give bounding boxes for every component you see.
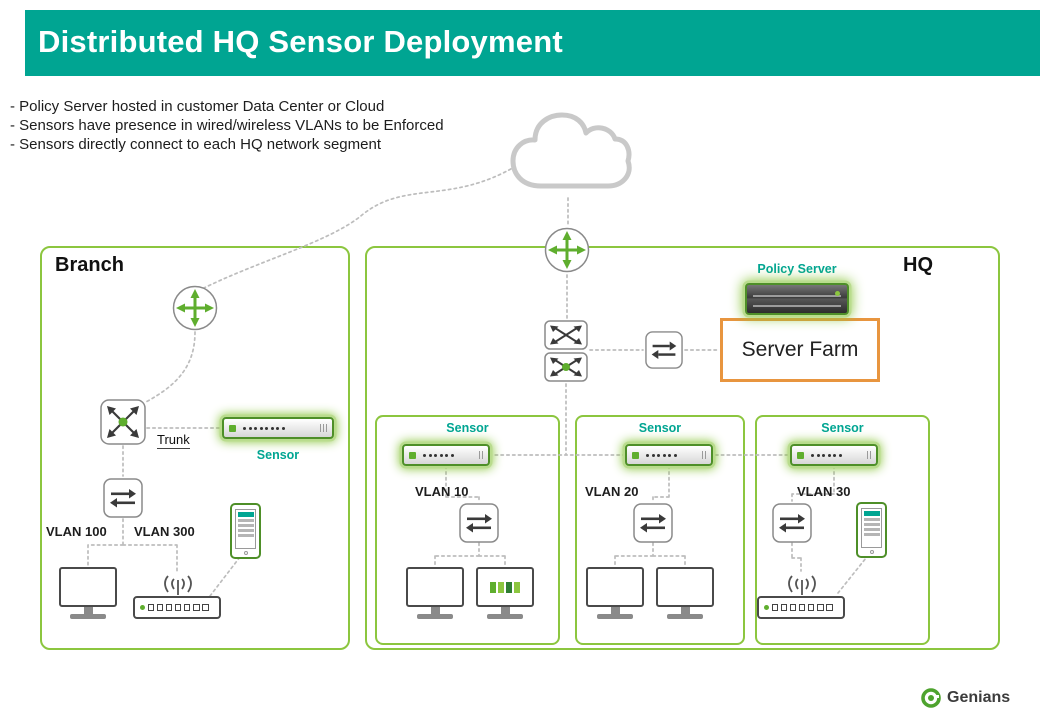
vlan-label: VLAN 30 — [797, 484, 851, 499]
appliance-vents-icon — [701, 451, 706, 459]
genians-brand: Genians — [920, 687, 1010, 709]
cloud-icon — [505, 106, 637, 200]
sensor-appliance — [402, 444, 490, 466]
smartphone-icon — [230, 503, 261, 559]
appliance-ports-icon — [646, 453, 677, 457]
switch-icon — [645, 331, 683, 369]
switch-icon — [103, 478, 143, 518]
policy-server-label: Policy Server — [757, 262, 837, 276]
branch-label: Branch — [55, 254, 124, 276]
brand-name: Genians — [947, 689, 1011, 706]
segment-sensor-label: Sensor — [638, 421, 682, 435]
monitor-icon — [404, 567, 466, 619]
server-farm-label: Server Farm — [741, 338, 859, 361]
appliance-ports-icon — [811, 453, 842, 457]
branch-sensor-label: Sensor — [256, 448, 300, 462]
hq-label: HQ — [903, 254, 933, 276]
notes-block: - Policy Server hosted in customer Data … — [10, 97, 444, 154]
workstation-icon — [474, 567, 536, 619]
router-icon — [544, 227, 590, 273]
vlan-label: VLAN 20 — [585, 484, 639, 499]
vlan-label: VLAN 300 — [134, 524, 195, 539]
wireless-ap-icon — [133, 573, 223, 619]
appliance-ports-icon — [423, 453, 454, 457]
appliance-vents-icon — [478, 451, 483, 459]
vlan-label: VLAN 10 — [415, 484, 469, 499]
switch-icon — [772, 503, 812, 543]
genians-logo-icon — [921, 688, 941, 708]
server-farm-box: Server Farm — [720, 318, 880, 382]
router-icon — [172, 285, 218, 331]
appliance-logo-icon — [229, 424, 236, 432]
segment-sensor-label: Sensor — [446, 421, 489, 435]
appliance-logo-icon — [797, 451, 804, 459]
note-line: - Sensors directly connect to each HQ ne… — [10, 136, 382, 153]
appliance-vents-icon — [319, 424, 327, 432]
monitor-icon — [654, 567, 716, 619]
smartphone-icon — [856, 502, 887, 558]
core-switch-icon — [544, 320, 588, 350]
switch-icon — [459, 503, 499, 543]
wireless-ap-icon — [757, 573, 847, 619]
monitor-icon — [57, 567, 119, 619]
appliance-ports-icon — [243, 426, 285, 430]
appliance-logo-icon — [632, 451, 639, 459]
note-line: - Policy Server hosted in customer Data … — [10, 98, 385, 115]
switch-icon — [633, 503, 673, 543]
core-switch-icon — [544, 352, 588, 382]
monitor-icon — [584, 567, 646, 619]
vlan-label: VLAN 100 — [46, 524, 107, 539]
l3-switch-icon — [100, 399, 146, 445]
appliance-logo-icon — [409, 451, 416, 459]
policy-server-appliance — [745, 283, 849, 315]
sensor-appliance — [222, 417, 334, 439]
header-bar: Distributed HQ Sensor Deployment — [25, 10, 1040, 76]
segment-sensor-label: Sensor — [821, 421, 864, 435]
page-title: Distributed HQ Sensor Deployment — [38, 24, 563, 59]
appliance-vents-icon — [866, 451, 871, 459]
note-line: - Sensors have presence in wired/wireles… — [10, 117, 444, 134]
sensor-appliance — [625, 444, 713, 466]
trunk-label: Trunk — [157, 432, 190, 449]
sensor-appliance — [790, 444, 878, 466]
